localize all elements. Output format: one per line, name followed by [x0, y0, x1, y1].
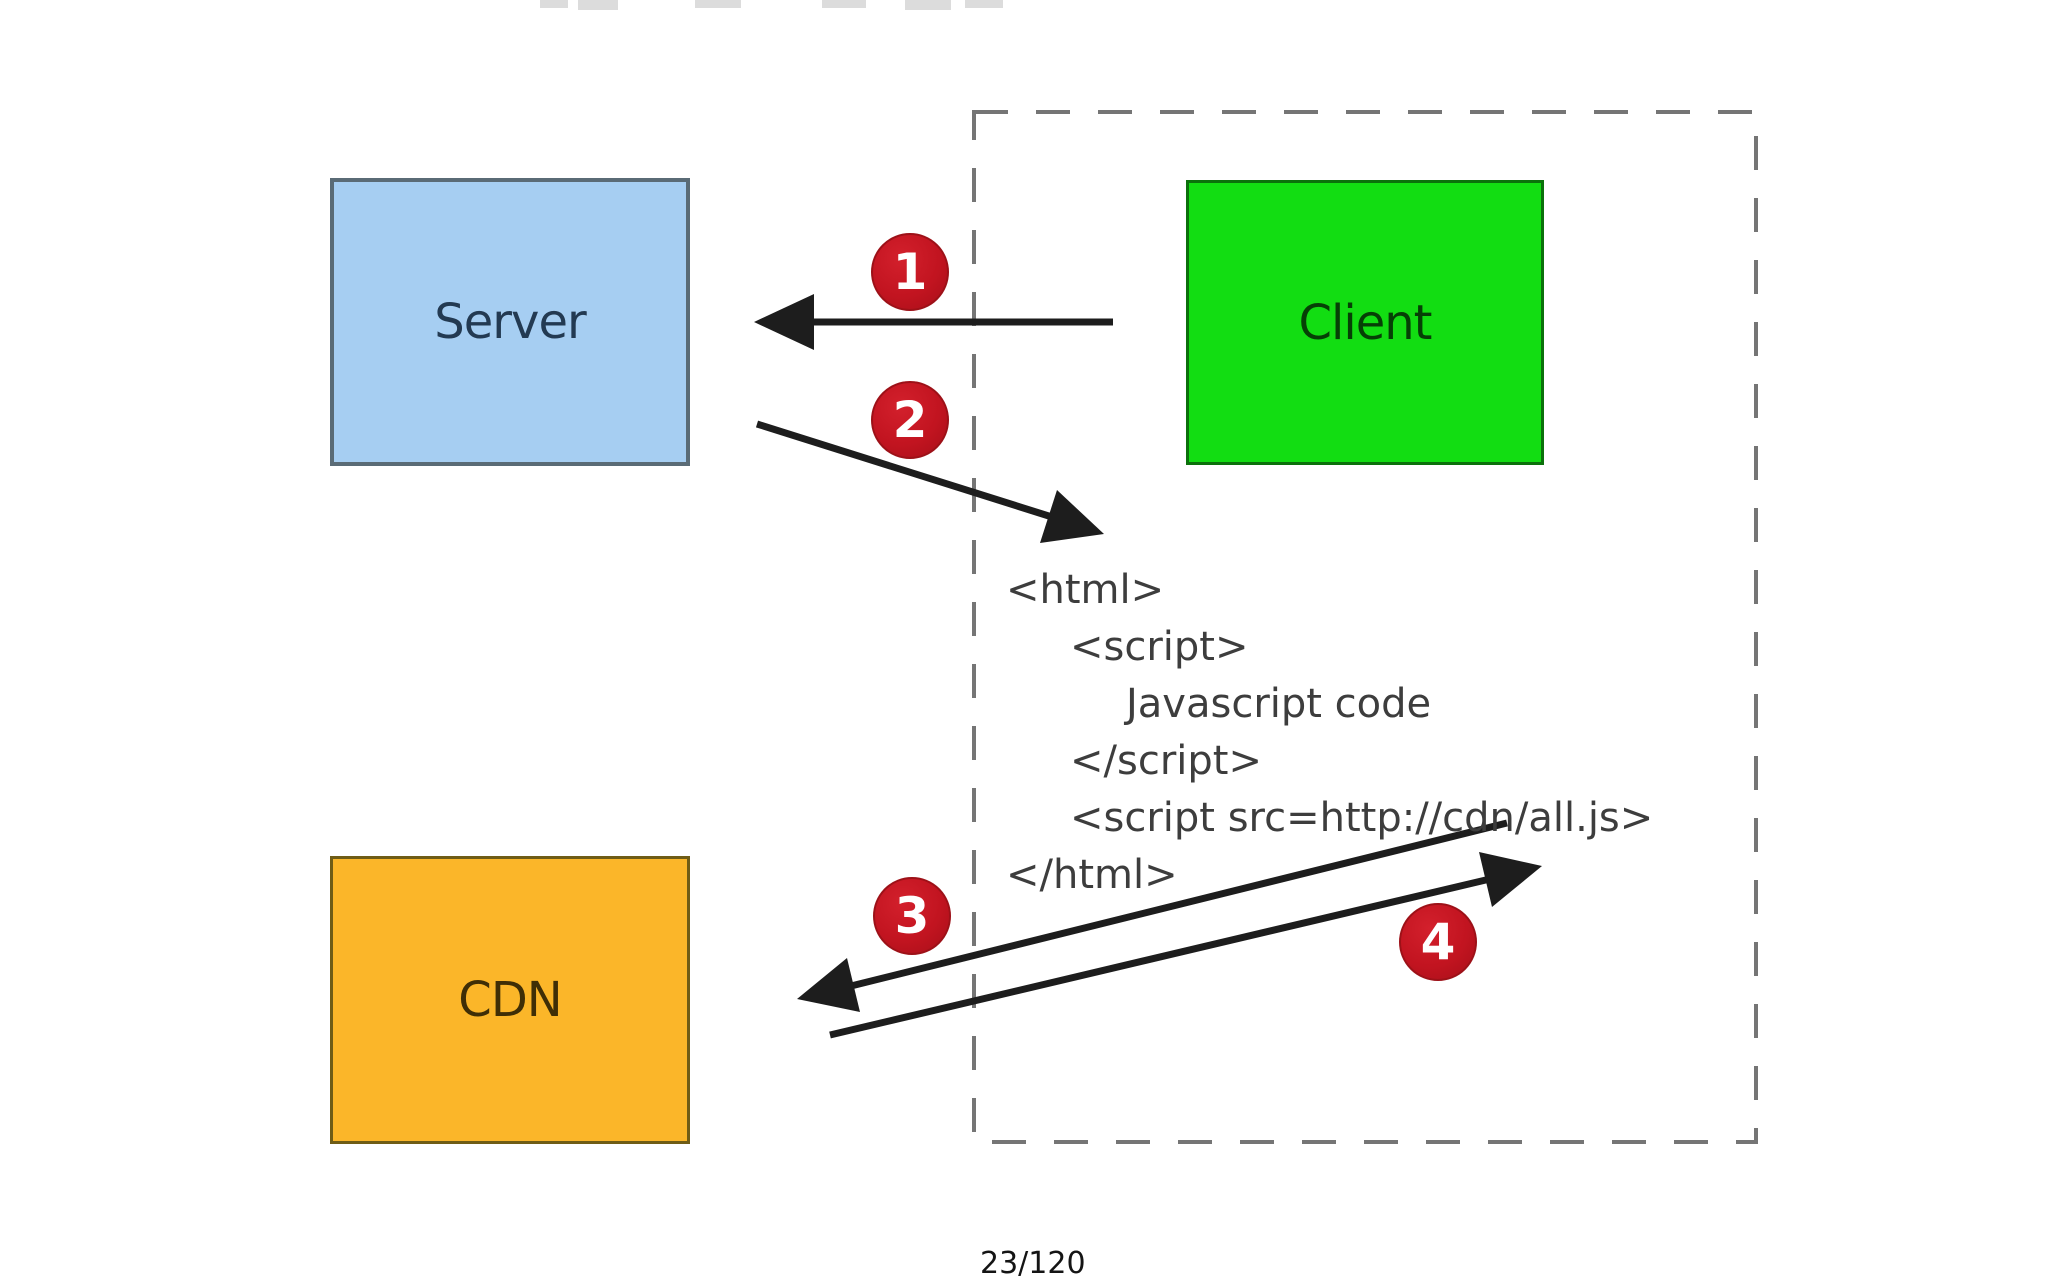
- code-line: </html>: [1006, 852, 1178, 898]
- cropped-title-fragment: [965, 0, 1003, 8]
- html-code-snippet: <html> <script> Javascript code </script…: [1006, 562, 1653, 904]
- step-badge-4-number: 4: [1420, 913, 1456, 971]
- cropped-title-fragment: [905, 0, 951, 10]
- cdn-node-label: CDN: [458, 972, 562, 1028]
- arrow-3-head: [797, 958, 860, 1012]
- arrow-2-head: [1040, 490, 1104, 543]
- cropped-title-fragment: [695, 0, 741, 8]
- step-badge-1-number: 1: [892, 243, 928, 301]
- code-line: Javascript code: [1126, 681, 1432, 727]
- step-badge-3: 3: [873, 877, 951, 955]
- cdn-node-box: CDN: [330, 856, 690, 1144]
- server-node-box: Server: [330, 178, 690, 466]
- step-badge-1: 1: [871, 233, 949, 311]
- server-node-label: Server: [434, 294, 586, 350]
- cropped-title-fragment: [540, 0, 568, 8]
- code-line: <script>: [1070, 624, 1249, 670]
- code-line: <script src=http://cdn/all.js>: [1070, 795, 1654, 841]
- step-badge-2: 2: [871, 381, 949, 459]
- step-badge-3-number: 3: [894, 887, 930, 945]
- code-line: </script>: [1070, 738, 1262, 784]
- step-badge-4: 4: [1399, 903, 1477, 981]
- slide-page-number: 23/120: [980, 1246, 1086, 1280]
- code-line: <html>: [1006, 567, 1165, 613]
- client-node-label: Client: [1298, 294, 1433, 351]
- client-node-box: Client: [1186, 180, 1544, 465]
- step-badge-2-number: 2: [892, 391, 928, 449]
- cropped-title-fragment: [822, 0, 866, 8]
- cropped-title-fragment: [578, 0, 618, 10]
- arrow-1-head: [754, 294, 814, 350]
